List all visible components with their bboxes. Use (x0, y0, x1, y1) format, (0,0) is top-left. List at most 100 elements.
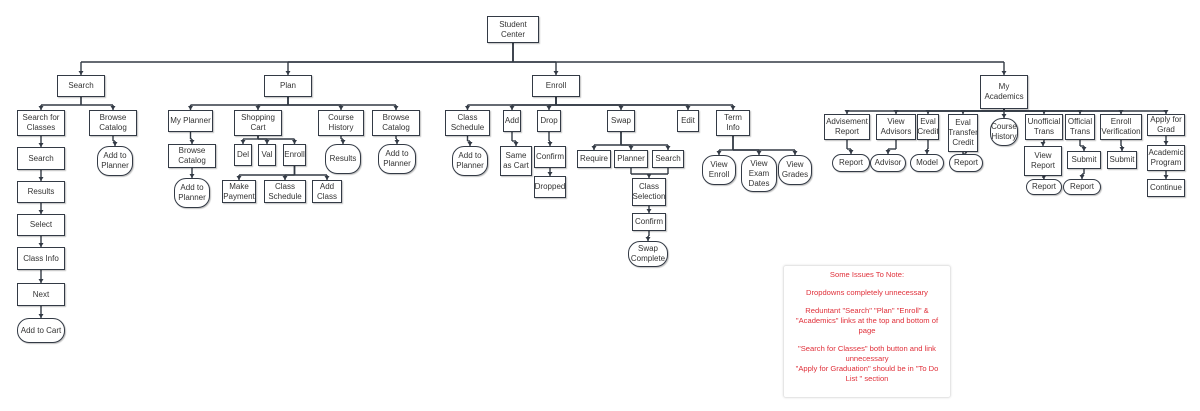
node-e-vgrades: View Grades (778, 155, 812, 185)
arrowhead-icon (394, 140, 400, 144)
node-a-ch: Course History (990, 118, 1018, 146)
node-s1: Search (17, 147, 65, 170)
node-p-sched: Class Schedule (264, 180, 306, 203)
node-a-ot: Official Trans (1065, 114, 1095, 140)
node-s5: Next (17, 283, 65, 306)
arrowhead-icon (685, 106, 691, 110)
node-a-etc: Eval Transfer Credit (948, 114, 978, 152)
node-p-planner-add: Add to Planner (174, 178, 210, 208)
arrowhead-icon (1041, 175, 1047, 179)
arrowhead-icon (1040, 142, 1046, 146)
node-a-etc-rep: Report (949, 154, 983, 172)
node-a-ec-model: Model (910, 154, 944, 172)
node-e-planner: Planner (614, 150, 648, 168)
arrowhead-icon (628, 146, 634, 150)
arrowhead-icon (547, 142, 553, 146)
issues-note-box: Some Issues To Note: Dropdowns completel… (783, 265, 951, 398)
arrowhead-icon (1001, 114, 1007, 118)
arrowhead-icon (393, 106, 399, 110)
arrowhead-icon (618, 106, 624, 110)
arrowhead-icon (756, 151, 762, 155)
arrowhead-icon (38, 210, 44, 214)
node-p-planner: My Planner (168, 110, 213, 132)
node-a-ec: Eval Credit (917, 114, 939, 140)
arrowhead-icon (38, 314, 44, 318)
note-item: "Apply for Graduation" should be in "To … (795, 364, 939, 384)
arrowhead-icon (340, 140, 346, 144)
arrowhead-icon (465, 106, 470, 110)
arrowhead-icon (189, 140, 195, 144)
arrowhead-icon (38, 106, 44, 110)
arrowhead-icon (110, 106, 116, 110)
arrowhead-icon (467, 142, 473, 146)
arrowhead-icon (885, 150, 891, 154)
arrowhead-icon (848, 150, 854, 154)
node-e-swap: Swap (607, 110, 635, 132)
node-a-ev-sub: Submit (1107, 151, 1137, 169)
arrowhead-icon (1163, 110, 1169, 114)
arrowhead-icon (282, 176, 288, 180)
node-acad: My Academics (980, 75, 1028, 109)
arrowhead-icon (716, 151, 722, 155)
arrowhead-icon (730, 106, 736, 110)
node-e-same: Same as Cart (500, 146, 532, 176)
node-a-adv: Advisement Report (824, 114, 870, 140)
arrowhead-icon (189, 174, 195, 178)
node-s-browse: Browse Catalog (89, 110, 137, 136)
node-sfc: Search for Classes (17, 110, 65, 136)
node-p-hist: Course History (318, 110, 364, 136)
node-e-swap-conf: Confirm (632, 213, 666, 231)
arrowhead-icon (38, 177, 44, 181)
arrowhead-icon (844, 110, 850, 114)
node-a-adv-rep: Report (832, 154, 870, 172)
node-root: Student Center (487, 16, 539, 43)
arrowhead-icon (264, 140, 270, 144)
arrowhead-icon (553, 71, 559, 75)
arrowhead-icon (547, 172, 553, 176)
arrowhead-icon (324, 176, 330, 180)
node-enroll: Enroll (532, 75, 580, 97)
arrowhead-icon (292, 140, 297, 144)
arrowhead-icon (1079, 175, 1085, 179)
arrowhead-icon (591, 146, 597, 150)
notes-title: Some Issues To Note: (829, 270, 905, 279)
arrowhead-icon (645, 237, 651, 241)
arrowhead-icon (1081, 147, 1087, 151)
node-s3: Select (17, 214, 65, 236)
node-p-browse-add: Add to Planner (378, 144, 416, 174)
arrowhead-icon (546, 106, 552, 110)
node-p-hist-res: Results (325, 144, 361, 174)
arrowhead-icon (1163, 175, 1169, 179)
node-p-del: Del (234, 144, 252, 166)
arrowhead-icon (338, 106, 344, 110)
node-e-term: Term Info (716, 110, 750, 136)
node-a-ut: Unofficial Trans (1025, 114, 1063, 140)
node-a-ag-cont: Continue (1147, 179, 1185, 197)
arrowhead-icon (78, 71, 84, 75)
node-e-swap-done: Swap Complete (628, 241, 668, 267)
node-plan: Plan (264, 75, 312, 97)
note-item: Dropdowns completely unnecessary (806, 288, 928, 298)
node-a-ev: Enroll Verification (1100, 114, 1142, 140)
arrowhead-icon (509, 106, 515, 110)
node-e-req: Require (577, 150, 611, 168)
arrowhead-icon (236, 176, 242, 180)
arrowhead-icon (240, 140, 246, 144)
arrowhead-icon (112, 142, 118, 146)
node-p-enroll: Enroll (283, 144, 306, 166)
arrowhead-icon (188, 106, 193, 110)
node-e-search: Search (652, 150, 684, 168)
note-item: "Search for Classes" both button and lin… (798, 344, 936, 364)
node-e-edit: Edit (677, 110, 699, 132)
arrowhead-icon (960, 110, 966, 114)
arrowhead-icon (665, 146, 671, 150)
node-a-ut-rep: Report (1026, 179, 1062, 195)
arrowhead-icon (925, 110, 931, 114)
arrowhead-icon (646, 174, 652, 178)
node-p-val: Val (258, 144, 276, 166)
node-a-ot-sub: Submit (1067, 151, 1101, 169)
arrowhead-icon (38, 279, 44, 283)
node-a-va-adv: Advisor (870, 154, 906, 172)
